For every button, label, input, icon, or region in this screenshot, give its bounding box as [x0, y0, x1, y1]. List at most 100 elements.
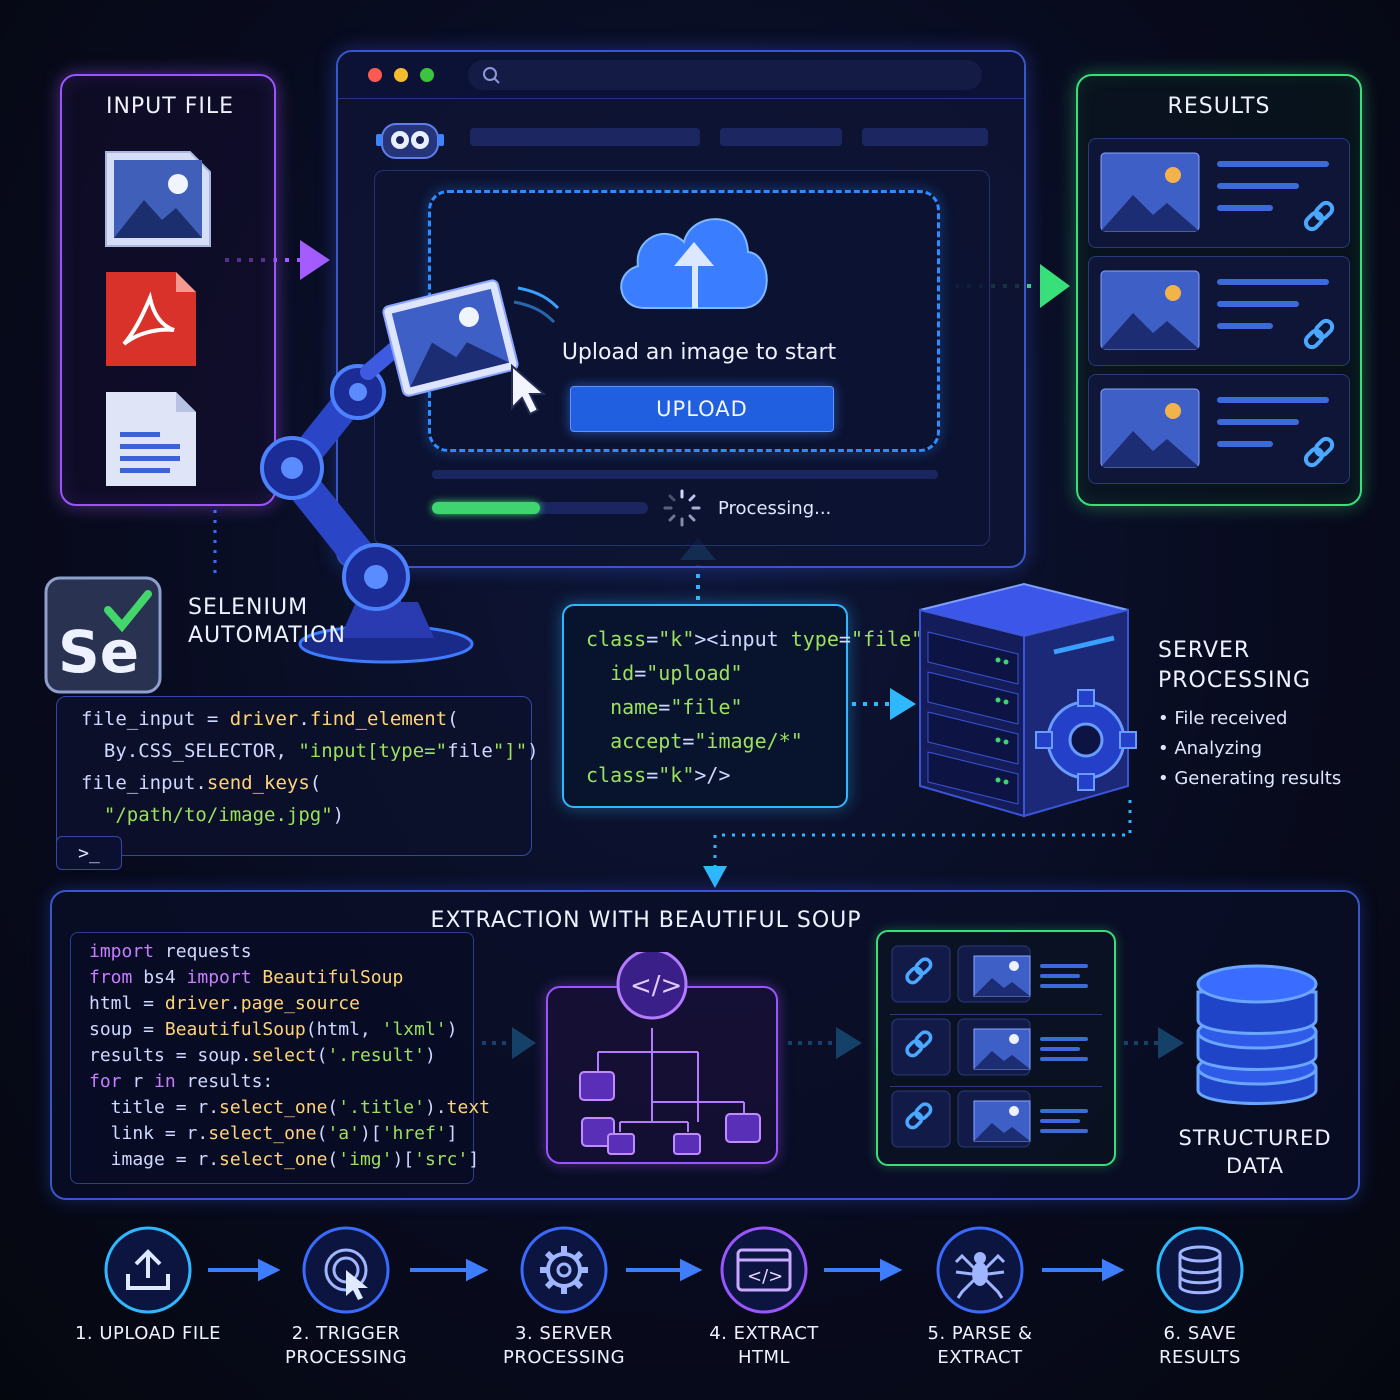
extraction-title: EXTRACTION WITH BEAUTIFUL SOUP [430, 908, 862, 933]
step-label-line1: 6. SAVE RESULTS [1159, 1323, 1241, 1368]
code-tag-icon: </> [630, 971, 682, 1001]
code-line: title = r.select_one('.title').text [89, 1097, 491, 1118]
structured-data-line1: STRUCTURED [1178, 1126, 1332, 1150]
nav-placeholder-1[interactable] [470, 128, 700, 146]
image-file-icon[interactable] [105, 151, 211, 247]
nav-placeholder-2[interactable] [720, 128, 842, 146]
content-placeholder-bar [432, 470, 938, 479]
link-icon [905, 1030, 933, 1058]
server-title: SERVER PROCESSING [1158, 636, 1311, 696]
result-card[interactable] [1088, 374, 1350, 484]
close-window-dot[interactable] [368, 68, 382, 82]
extracted-row[interactable] [890, 942, 1102, 1006]
cursor-icon [511, 363, 547, 416]
code-line: "/path/to/image.jpg") [103, 804, 345, 826]
server-bullets: • File received• Analyzing• Generating r… [1158, 704, 1341, 794]
upload-message: Upload an image to start [561, 340, 837, 365]
selenium-code-panel: file_input = driver.find_element( By.CSS… [56, 696, 539, 856]
results-panel: RESULTS [1076, 74, 1362, 506]
link-icon [1303, 436, 1335, 468]
result-card[interactable] [1088, 256, 1350, 366]
progress-bar [432, 502, 648, 514]
selenium-code: file_input = driver.find_element( By.CSS… [81, 703, 539, 831]
step-label-line1: 1. UPLOAD FILE [74, 1323, 222, 1344]
database-icon [1196, 964, 1318, 1105]
step-arrows [208, 1258, 1125, 1282]
link-icon [1303, 318, 1335, 350]
cloud-upload-icon [620, 218, 768, 309]
pdf-file-icon[interactable] [106, 272, 196, 366]
extracted-row[interactable] [890, 1014, 1102, 1079]
address-bar[interactable] [468, 60, 982, 90]
extracted-row[interactable] [890, 1086, 1102, 1151]
code-line: results = soup.select('.result') [89, 1045, 436, 1066]
code-line: file_input.send_keys( [81, 772, 322, 794]
workflow-step[interactable]: 6. SAVE RESULTS [1110, 1220, 1290, 1380]
step-label-line1: 5. PARSE & EXTRACT [927, 1323, 1033, 1368]
code-line: for r in results: [89, 1071, 274, 1092]
workflow-step[interactable]: 1. UPLOAD FILE [58, 1220, 238, 1380]
html-code-line: name="file" [610, 695, 743, 719]
html-code-line: class="k">/> [586, 763, 731, 787]
server-icon [919, 582, 1137, 818]
result-card[interactable] [1088, 138, 1350, 248]
code-line: link = r.select_one('a')['href'] [89, 1123, 458, 1144]
arrow-head-server [890, 688, 916, 720]
selenium-title: SELENIUM AUTOMATION [188, 594, 346, 650]
dom-tree-icon: </> [579, 952, 761, 1155]
step-label-line1: 3. SERVER [515, 1323, 613, 1344]
step-label-line1: 4. EXTRACT [709, 1323, 819, 1344]
maximize-window-dot[interactable] [420, 68, 434, 82]
thumbnail-icon [973, 1028, 1031, 1070]
thumbnail-icon [1100, 388, 1200, 468]
server-bullet: • File received [1158, 708, 1288, 729]
extracted-row-graphic [891, 1090, 1088, 1148]
selenium-logo: Se [44, 576, 162, 694]
document-file-icon[interactable] [106, 392, 196, 486]
minimize-window-dot[interactable] [394, 68, 408, 82]
html-code-line: accept="image/*" [610, 729, 803, 753]
arrow-head-results [1040, 264, 1070, 308]
thumbnail-icon [1100, 152, 1200, 232]
upload-button[interactable]: UPLOAD [570, 386, 834, 432]
structured-data-label: STRUCTURED DATA [1170, 1124, 1340, 1180]
link-icon [905, 957, 933, 985]
structured-data-line2: DATA [1225, 1154, 1285, 1178]
input-file-panel: INPUT FILE [60, 74, 276, 506]
results-title: RESULTS [1167, 94, 1271, 119]
workflow-step[interactable]: 5. PARSE & EXTRACT [890, 1220, 1070, 1380]
step-label: 1. UPLOAD FILE [68, 1322, 228, 1346]
step-label-line1: 2. TRIGGER [291, 1323, 401, 1344]
arrow-head-extraction [703, 866, 727, 888]
search-icon [483, 67, 500, 84]
terminal-prompt[interactable]: >_ [56, 836, 122, 870]
nav-placeholder-3[interactable] [862, 128, 988, 146]
click-icon [302, 1226, 390, 1314]
code-icon: </> [720, 1226, 808, 1314]
code-line: soup = BeautifulSoup(html, 'lxml') [89, 1019, 458, 1040]
html-snippet-code: class="k"><input type="file" id="upload"… [586, 622, 923, 792]
dom-tree-panel: </> [546, 952, 778, 1164]
thumbnail-icon [973, 1100, 1031, 1142]
code-line: import requests [89, 941, 252, 962]
dragged-image-icon [382, 279, 560, 416]
result-card-graphic [1100, 152, 1335, 232]
server-title-line1: SERVER [1158, 638, 1251, 663]
svg-text:</>: </> [747, 1266, 783, 1287]
selenium-title-line1: SELENIUM [188, 595, 309, 620]
html-snippet-panel: class="k"><input type="file" id="upload"… [562, 604, 923, 808]
server-title-line2: PROCESSING [1158, 668, 1312, 693]
gear-icon [520, 1226, 608, 1314]
link-icon [905, 1102, 933, 1130]
code-line: html = driver.page_source [89, 993, 360, 1014]
robot-arm-icon [260, 340, 474, 664]
selenium-title-line2: AUTOMATION [188, 623, 346, 648]
